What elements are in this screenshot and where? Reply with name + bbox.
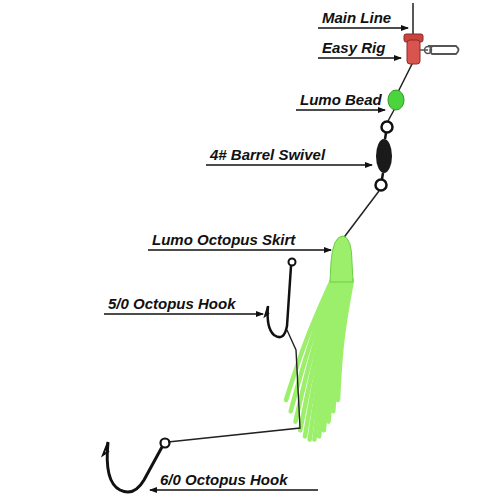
- skirt-tentacle: [291, 280, 334, 411]
- part-label: Main Line: [322, 9, 391, 27]
- easy-rig: [404, 34, 459, 64]
- part-label: Lumo Octopus Skirt: [152, 231, 295, 249]
- part-label: Easy Rig: [322, 39, 385, 57]
- line: [388, 110, 394, 121]
- skirt-tentacle: [286, 280, 332, 400]
- trace-line: [168, 330, 300, 442]
- lumo-bead: [388, 90, 404, 110]
- part-label: Lumo Bead: [300, 91, 382, 109]
- leader-line: [342, 191, 379, 240]
- hook-6-0: [103, 439, 170, 493]
- callout-leaders: [104, 28, 408, 490]
- hook-5-0: [265, 259, 296, 338]
- barrel-swivel: [376, 122, 393, 191]
- part-label: 5/0 Octopus Hook: [108, 295, 236, 313]
- octopus-skirt: [286, 236, 353, 440]
- part-label: 6/0 Octopus Hook: [160, 471, 288, 489]
- part-label: 4# Barrel Swivel: [210, 146, 325, 164]
